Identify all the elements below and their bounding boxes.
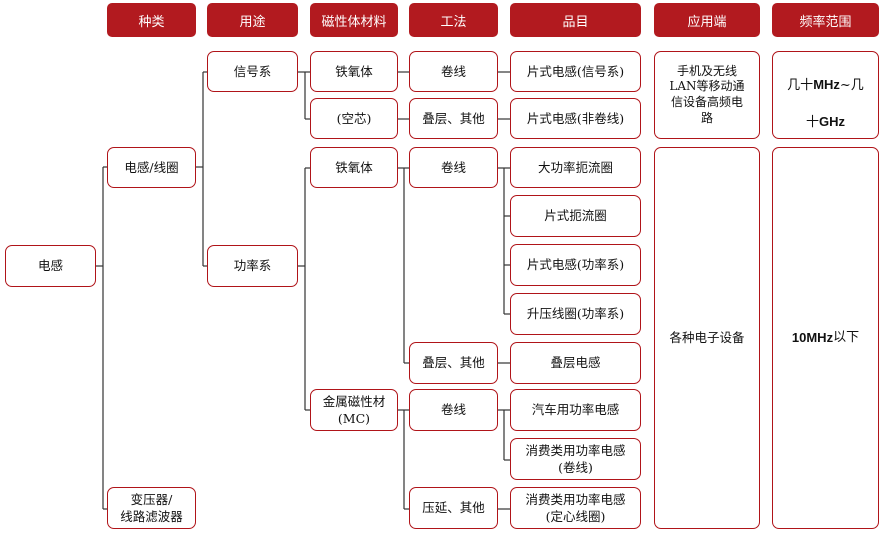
frequency-signal-line2: 十GHz (806, 95, 845, 132)
frequency-signal-part: ~几 (839, 77, 864, 93)
node-inductor: 电感 (5, 245, 96, 287)
header-category: 种类 (107, 3, 196, 37)
frequency-power-part: 10MHz (791, 329, 834, 345)
application-power: 各种电子设备 (654, 147, 760, 529)
node-coil: 电感/线圈 (107, 147, 196, 188)
application-signal-line: LAN等移动通 (669, 79, 745, 94)
frequency-power-part: 以下 (833, 329, 860, 345)
application-signal: 手机及无线 LAN等移动通 信设备高频电 路 (654, 51, 760, 139)
application-signal-line: 路 (700, 110, 713, 125)
frequency-signal-part: 十 (805, 115, 819, 131)
header-material: 磁性体材料 (310, 3, 398, 37)
node-wound-metal: 卷线 (409, 389, 498, 431)
frequency-signal: 几十MHz~几 十GHz (772, 51, 879, 139)
node-stacked-ferrite: 叠层、其他 (409, 342, 498, 384)
node-wound-signal: 卷线 (409, 51, 498, 92)
application-signal-line: 手机及无线 (676, 63, 737, 78)
frequency-signal-part: MHz (813, 76, 840, 92)
node-ferrite-signal: 铁氧体 (310, 51, 398, 92)
node-stacked-inductor: 叠层电感 (510, 342, 641, 384)
header-application: 应用端 (654, 3, 760, 37)
node-stacked-signal: 叠层、其他 (409, 98, 498, 139)
node-pressed-metal: 压延、其他 (409, 487, 498, 529)
node-big-choke: 大功率扼流圈 (510, 147, 641, 188)
node-chip-choke: 片式扼流圈 (510, 195, 641, 237)
node-chip-nonwound: 片式电感(非卷线) (510, 98, 641, 139)
header-use: 用途 (207, 3, 298, 37)
node-chip-power: 片式电感(功率系) (510, 244, 641, 286)
node-air-core: (空芯) (310, 98, 398, 139)
node-transformer: 变压器/ 线路滤波器 (107, 487, 196, 529)
node-consumer-core: 消费类用功率电感 (定心线圈) (510, 487, 641, 529)
frequency-signal-line1: 几十MHz~几 (787, 58, 864, 95)
node-power: 功率系 (207, 245, 298, 287)
frequency-signal-part: GHz (819, 114, 845, 130)
node-ferrite-power: 铁氧体 (310, 147, 398, 188)
node-metal-magnetic: 金属磁性材 (MC) (310, 389, 398, 431)
node-chip-signal: 片式电感(信号系) (510, 51, 641, 92)
header-process: 工法 (409, 3, 498, 37)
node-boost-coil: 升压线圈(功率系) (510, 293, 641, 335)
header-product: 品目 (510, 3, 641, 37)
node-signal: 信号系 (207, 51, 298, 92)
node-wound-ferrite: 卷线 (409, 147, 498, 188)
frequency-signal-part: 几十 (787, 77, 814, 93)
header-frequency: 频率范围 (772, 3, 879, 37)
node-consumer-wound: 消费类用功率电感 (卷线) (510, 438, 641, 480)
node-auto-power: 汽车用功率电感 (510, 389, 641, 431)
application-signal-line: 信设备高频电 (670, 95, 743, 109)
